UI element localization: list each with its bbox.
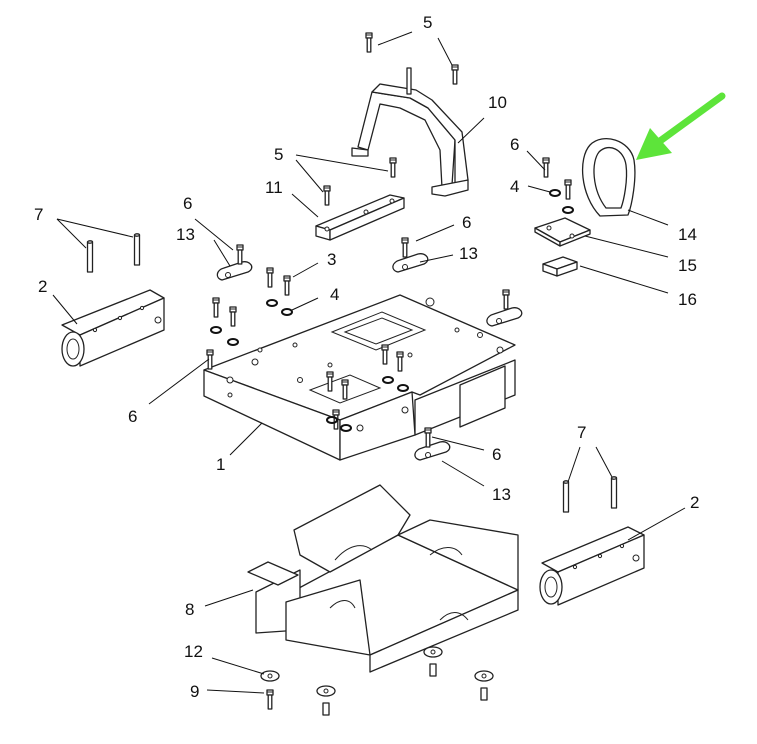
callout-14: 14	[678, 225, 697, 244]
part-spacer-middle	[392, 253, 429, 273]
callout-4-strap: 4	[510, 177, 519, 196]
callout-13-bottom: 13	[492, 485, 511, 504]
callout-labels: 5 10 5 11 6 4 14 15 16 7 6 13 6 13 3 4 2…	[34, 13, 699, 701]
part-rail-right	[539, 526, 645, 606]
callout-4-plate: 4	[330, 285, 339, 304]
feet	[260, 646, 494, 716]
callout-8: 8	[185, 600, 194, 619]
callout-16: 16	[678, 290, 697, 309]
callout-6-middle: 6	[462, 213, 471, 232]
callout-9: 9	[190, 682, 199, 701]
callout-5-top: 5	[423, 13, 432, 32]
callout-7-left: 7	[34, 205, 43, 224]
part-bar	[315, 194, 405, 241]
callout-6-strap: 6	[510, 135, 519, 154]
part-base-plate	[203, 294, 516, 461]
callout-1: 1	[216, 455, 225, 474]
part-spacer-top-left	[216, 261, 253, 281]
part-bracket	[351, 67, 469, 197]
part-rail-left	[61, 289, 165, 367]
part-block	[542, 256, 578, 277]
callout-13-top-left: 13	[176, 225, 195, 244]
callout-12: 12	[184, 642, 203, 661]
part-spacer-bottom	[414, 441, 451, 461]
green-pointer-arrow-icon	[636, 92, 726, 160]
callout-3: 3	[327, 250, 336, 269]
callout-13-middle: 13	[459, 244, 478, 263]
callout-2-left: 2	[38, 277, 47, 296]
callout-10: 10	[488, 93, 507, 112]
callout-2-right: 2	[690, 493, 699, 512]
callout-6-top-left: 6	[183, 194, 192, 213]
callout-6-bottom: 6	[492, 445, 501, 464]
part-plate-small	[534, 217, 591, 247]
callout-6-left: 6	[128, 407, 137, 426]
part-spacer-right	[486, 307, 523, 327]
callout-11: 11	[265, 178, 283, 197]
callout-5-middle: 5	[274, 145, 283, 164]
callout-7-right: 7	[577, 423, 586, 442]
part-strap	[581, 138, 636, 217]
part-tray	[247, 484, 519, 673]
leader-lines	[52, 31, 686, 694]
callout-15: 15	[678, 256, 697, 275]
